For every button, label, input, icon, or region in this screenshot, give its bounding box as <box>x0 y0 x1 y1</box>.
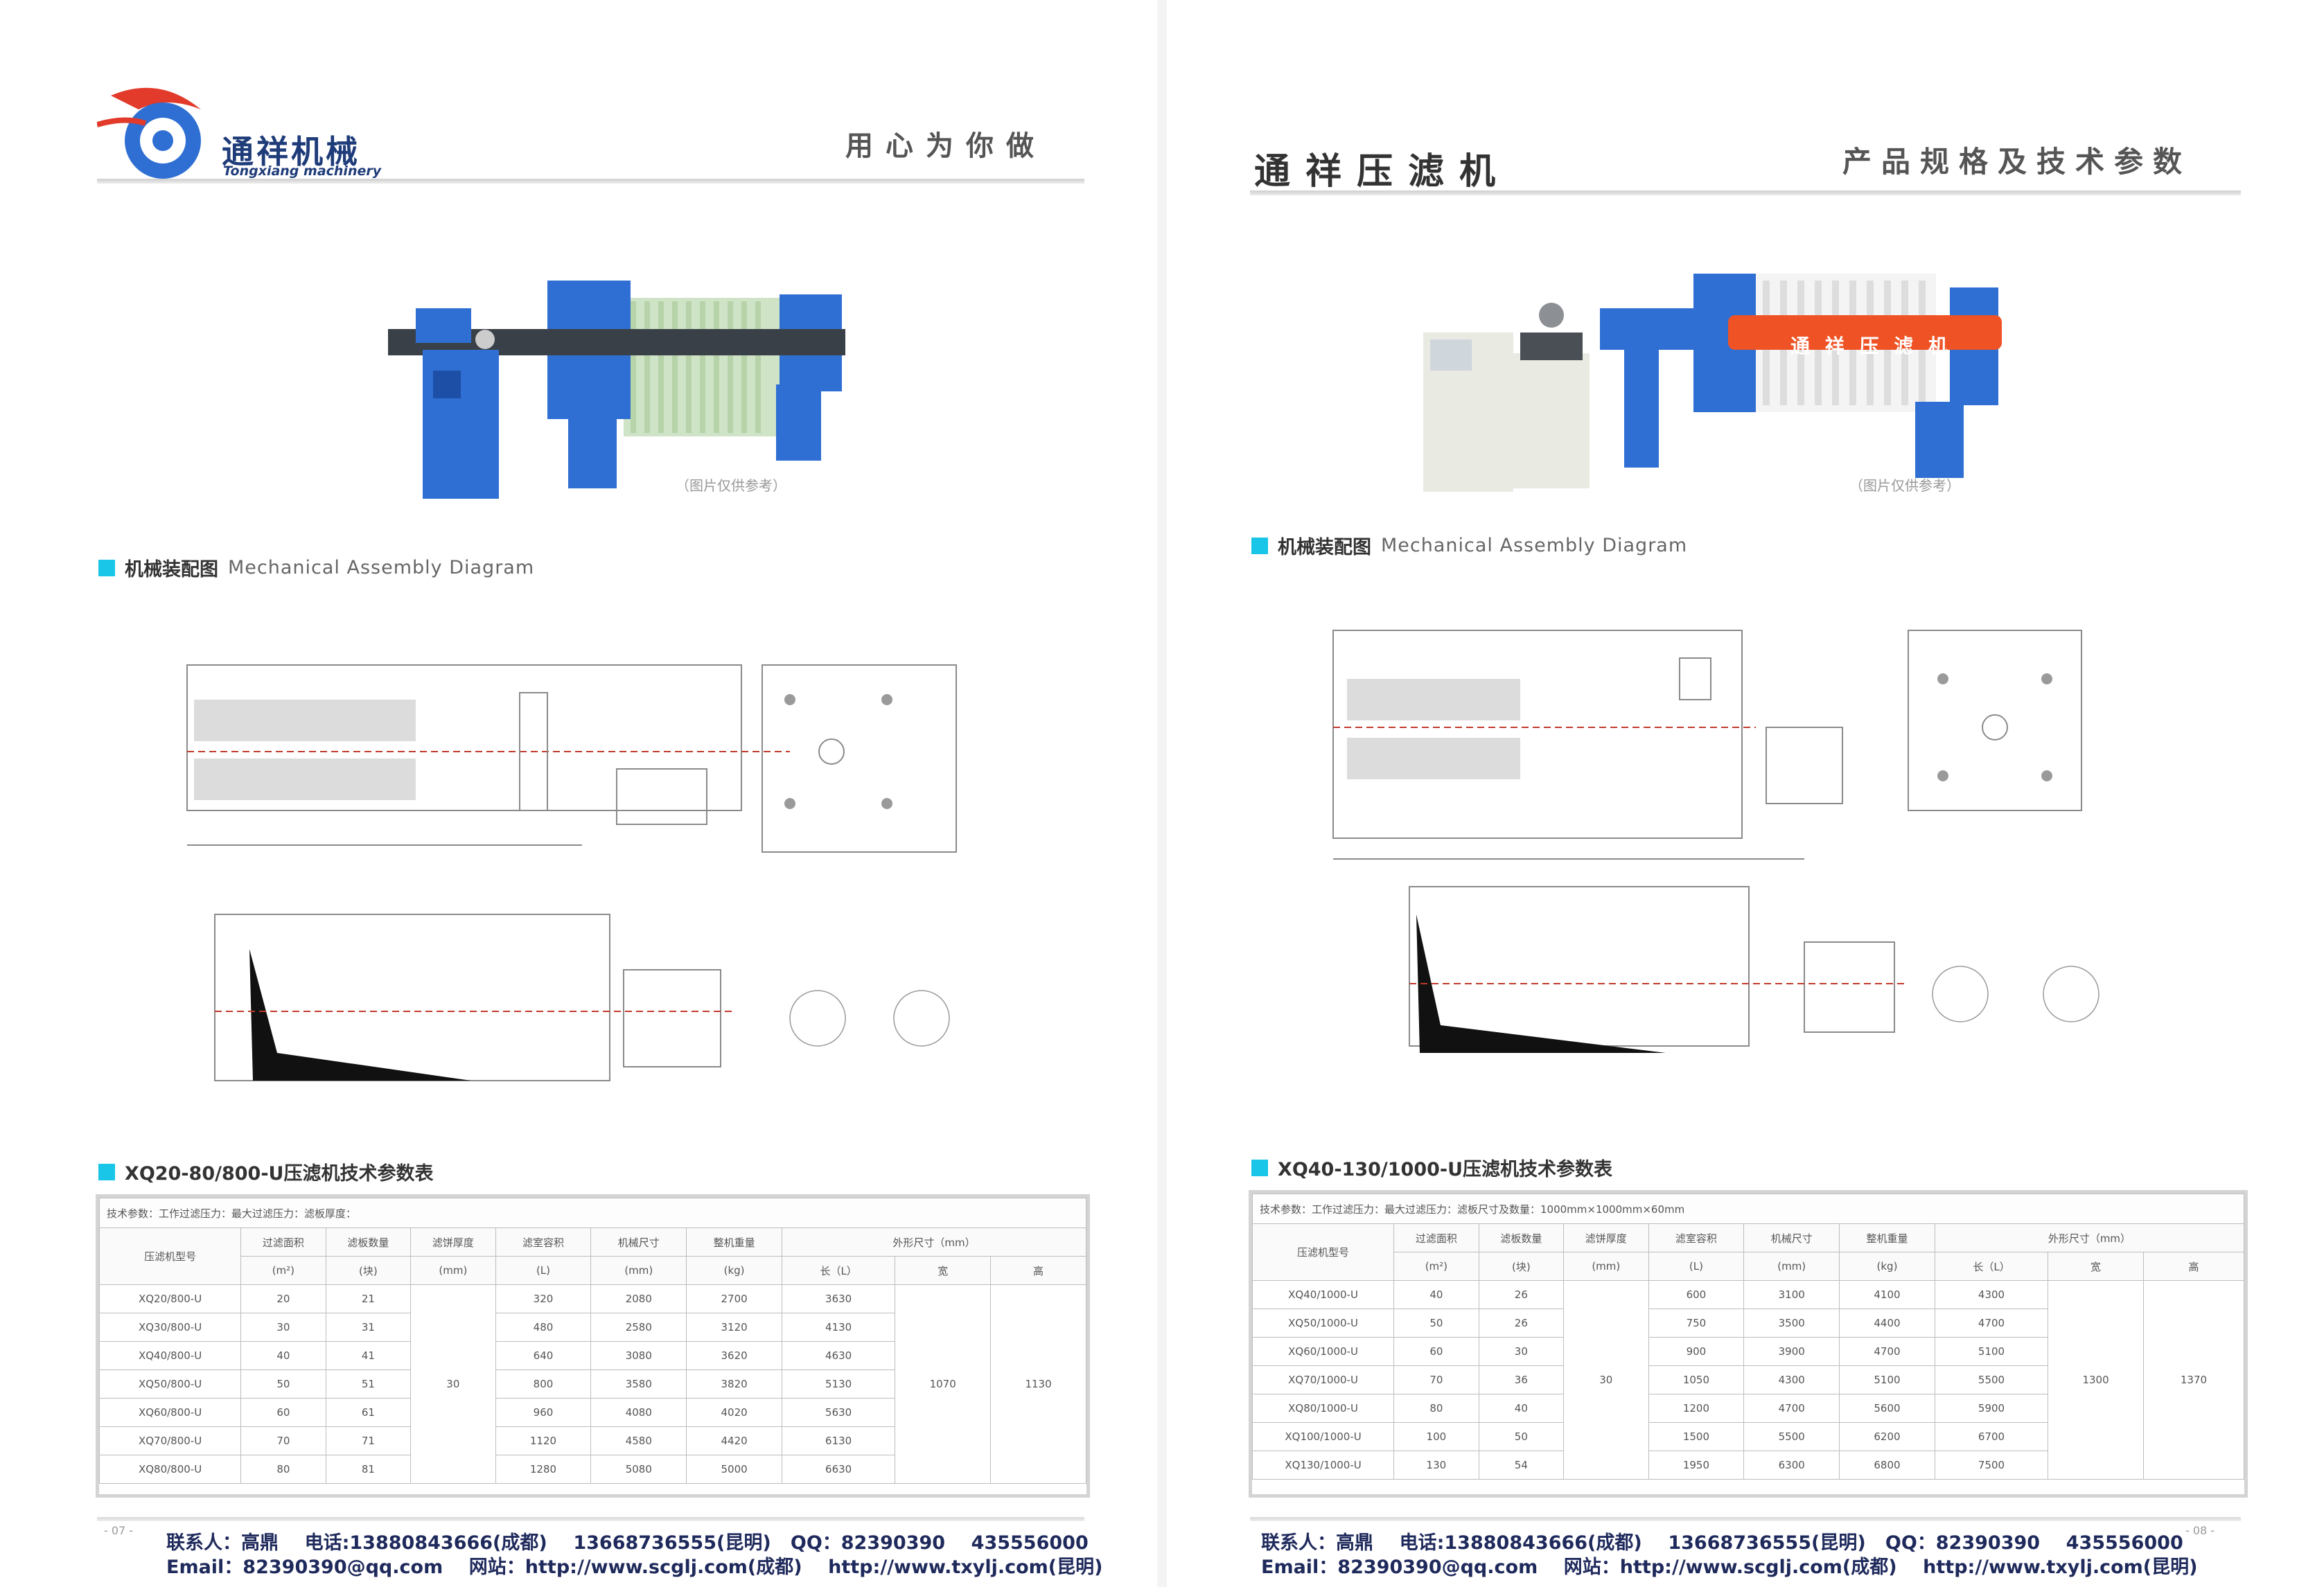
filter-press-photo <box>1423 274 2002 492</box>
merged-height: 1130 <box>990 1284 1086 1484</box>
contact-line-1: 联系人：高鼎 电话:13880843666(成都) 13668736555(昆明… <box>1261 1532 2183 1554</box>
th-area: 过滤面积 <box>240 1227 326 1257</box>
th-weight: 整机重量 <box>1839 1223 1935 1252</box>
spec-table: 技术参数：工作过滤压力：最大过滤压力：滤板尺寸及数量：1000mm×1000mm… <box>1251 1194 2245 1480</box>
section-marker-icon <box>1251 1159 1268 1176</box>
header-rule <box>1250 190 2241 195</box>
unit-cell: (mm) <box>1563 1252 1649 1281</box>
photo-caption: （图片仅供参考） <box>1849 477 1960 494</box>
page-number: - 08 - <box>2185 1524 2215 1537</box>
assembly-diagram <box>186 664 957 1081</box>
photo-caption: （图片仅供参考） <box>676 477 786 494</box>
unit-cell: (mm) <box>1743 1252 1840 1281</box>
merged-thickness: 30 <box>410 1284 496 1484</box>
th-machine-size: 机械尺寸 <box>590 1227 687 1257</box>
section-diagram-heading: 机械装配图 Mechanical Assembly Diagram <box>1251 532 1687 559</box>
th-dimensions: 外形尺寸（mm） <box>781 1227 1087 1257</box>
header-rule <box>97 179 1084 184</box>
unit-cell: (块) <box>325 1256 412 1285</box>
th-model: 压滤机型号 <box>98 1227 242 1285</box>
header-subtitle: 产品规格及技术参数 <box>1842 145 2192 179</box>
spec-table-frame <box>1249 1190 2248 1498</box>
th-plates: 滤板数量 <box>325 1227 412 1257</box>
th-volume: 滤室容积 <box>1648 1223 1745 1252</box>
unit-cell: (块) <box>1478 1252 1565 1281</box>
page-number: - 07 - <box>104 1524 134 1537</box>
dim-sub-cell: 长（L） <box>781 1256 896 1285</box>
left-page: 通祥机械 Tongxiang machinery 用心为你做 （图片仅供参考） … <box>0 0 1157 1587</box>
section-marker-icon <box>98 1163 115 1180</box>
unit-cell: (mm) <box>410 1256 496 1285</box>
merged-thickness: 30 <box>1563 1280 1649 1480</box>
merged-height: 1370 <box>2142 1280 2245 1480</box>
header-slogan: 用心为你做 <box>845 130 1046 162</box>
th-model: 压滤机型号 <box>1251 1223 1395 1281</box>
filter-press-photo <box>388 281 845 499</box>
table-note: 技术参数：工作过滤压力：最大过滤压力：滤板厚度： <box>99 1198 1086 1228</box>
dim-sub-cell: 高 <box>2142 1252 2245 1281</box>
merged-width: 1070 <box>895 1284 992 1484</box>
unit-cell: (kg) <box>1839 1252 1935 1281</box>
section-table-heading: XQ20-80/800-U压滤机技术参数表 <box>98 1158 433 1185</box>
unit-cell: (L) <box>1648 1252 1745 1281</box>
section-table-heading: XQ40-130/1000-U压滤机技术参数表 <box>1251 1154 1612 1181</box>
contact-line-2: Email：82390390@qq.com 网站：http://www.scgl… <box>166 1557 1103 1578</box>
dim-sub-cell: 高 <box>990 1256 1086 1285</box>
section-marker-icon <box>1251 537 1268 554</box>
dim-sub-cell: 宽 <box>2048 1252 2144 1281</box>
machine-bar-label: 通 祥 压 滤 机 <box>1790 335 1952 357</box>
dim-sub-cell: 宽 <box>895 1256 992 1285</box>
unit-cell: (L) <box>495 1256 592 1285</box>
merged-width: 1300 <box>2048 1280 2144 1480</box>
page-gutter <box>1157 0 1167 1587</box>
right-page: 通祥压滤机 产品规格及技术参数 通 祥 压 滤 机 （图片仅供参考） 机械装配图… <box>1167 0 2324 1587</box>
th-area: 过滤面积 <box>1393 1223 1479 1252</box>
th-dimensions: 外形尺寸（mm） <box>1934 1223 2245 1252</box>
assembly-diagram <box>1332 630 2099 1053</box>
spec-table: 技术参数：工作过滤压力：最大过滤压力：滤板厚度： 压滤机型号 过滤面积 滤板数量… <box>98 1198 1087 1484</box>
section-marker-icon <box>98 559 115 576</box>
contact-line-2: Email：82390390@qq.com 网站：http://www.scgl… <box>1261 1557 2198 1578</box>
unit-cell: (kg) <box>686 1256 782 1285</box>
tongxiang-logo-icon <box>97 87 201 179</box>
brand-name-cn: 通祥机械 <box>222 133 360 170</box>
brand-name-en: Tongxiang machinery <box>223 163 382 179</box>
section-diagram-heading: 机械装配图 Mechanical Assembly Diagram <box>98 554 534 581</box>
th-machine-size: 机械尺寸 <box>1743 1223 1840 1252</box>
footer-rule <box>97 1517 1084 1521</box>
th-cake: 滤饼厚度 <box>410 1227 496 1257</box>
unit-cell: (mm) <box>590 1256 687 1285</box>
header-title: 通祥压滤机 <box>1254 151 1511 193</box>
unit-cell: (m²) <box>240 1256 326 1285</box>
unit-cell: (m²) <box>1393 1252 1479 1281</box>
footer-rule <box>1250 1517 2241 1521</box>
th-volume: 滤室容积 <box>495 1227 592 1257</box>
dim-sub-cell: 长（L） <box>1934 1252 2049 1281</box>
spec-table-frame <box>96 1194 1090 1498</box>
th-plates: 滤板数量 <box>1478 1223 1565 1252</box>
table-note: 技术参数：工作过滤压力：最大过滤压力：滤板尺寸及数量：1000mm×1000mm… <box>1252 1194 2244 1224</box>
th-cake: 滤饼厚度 <box>1563 1223 1649 1252</box>
contact-line-1: 联系人：高鼎 电话:13880843666(成都) 13668736555(昆明… <box>166 1532 1089 1554</box>
th-weight: 整机重量 <box>686 1227 782 1257</box>
